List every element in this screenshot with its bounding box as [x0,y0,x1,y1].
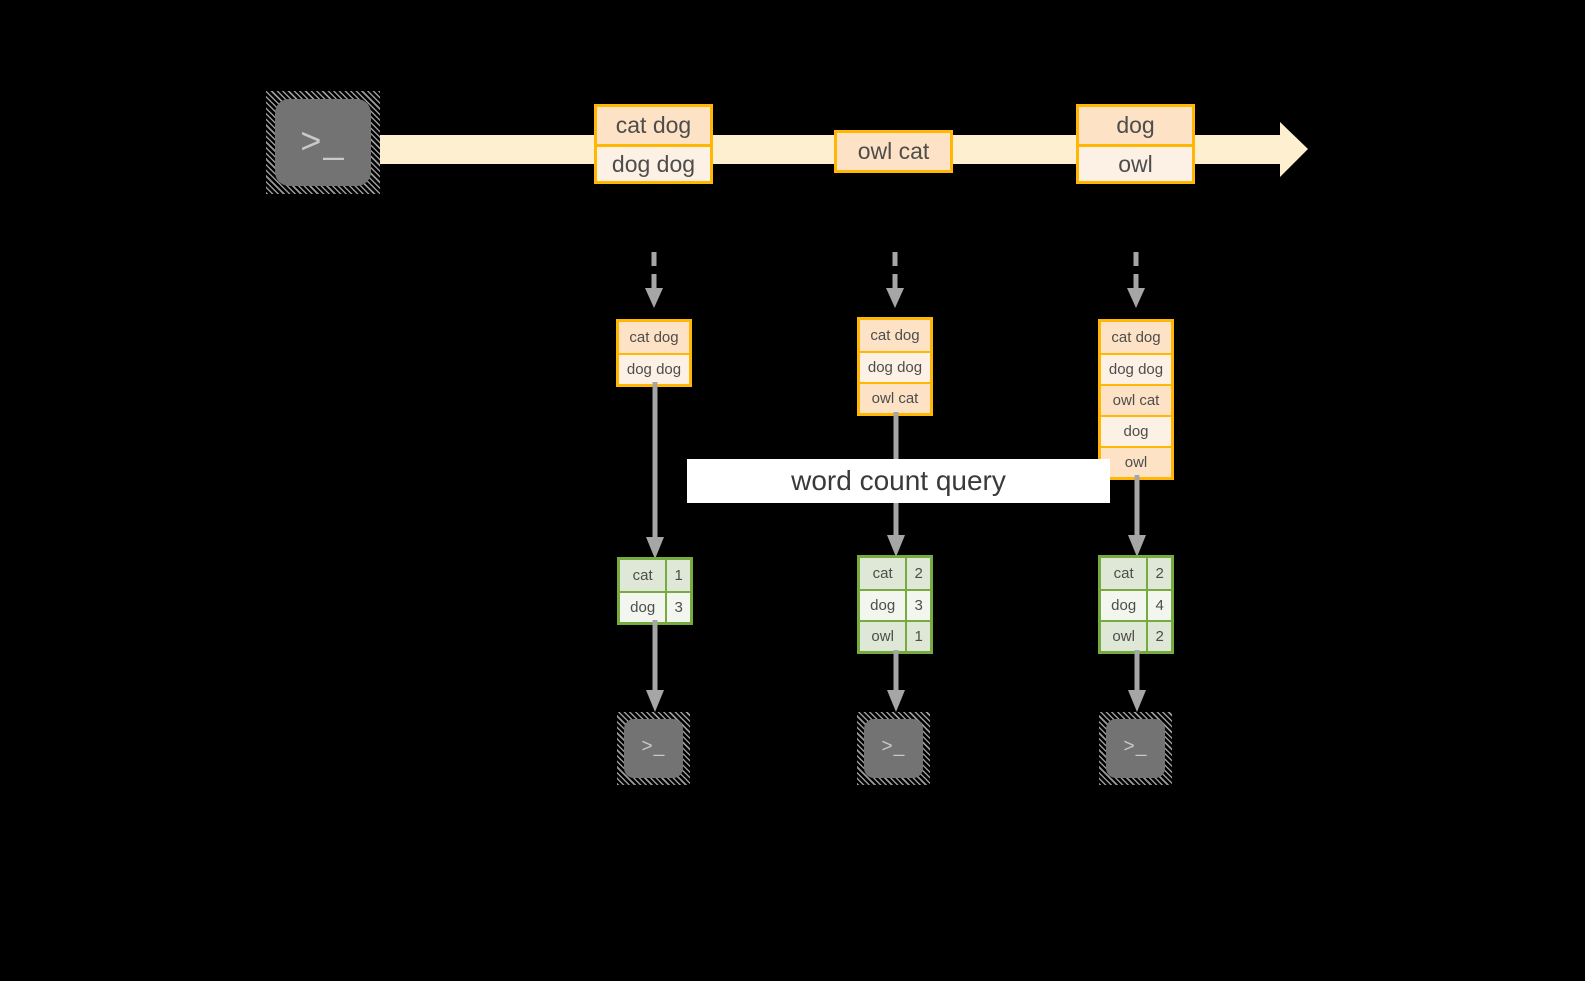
result-word-cell: dog [1101,591,1147,620]
result-count-cell: 1 [665,560,690,591]
feed-arrow-1-icon [643,252,665,312]
input-table-row: owl cat [860,382,930,413]
stream-event-2: owl cat [834,130,953,173]
stream-event-1: cat dog dog dog [594,104,713,184]
query-arrow-1-icon [644,382,666,562]
input-table-row: cat dog [1101,322,1171,353]
input-table-row: cat dog [860,320,930,351]
result-count-cell: 2 [905,558,930,589]
sink-terminal-2-icon: >_ [857,712,930,785]
result-table-row: owl 2 [1101,620,1171,651]
stream-event-3: dog owl [1076,104,1195,184]
query-label: word count query [687,459,1110,503]
result-word-cell: cat [1101,558,1147,589]
stream-event-row: owl [1079,144,1192,181]
input-table-row: cat dog [619,322,689,353]
source-terminal-icon: >_ [266,91,380,194]
terminal-face [864,719,923,778]
terminal-face [275,99,371,186]
result-table-3: cat 2 dog 4 owl 2 [1098,555,1174,654]
result-table-1: cat 1 dog 3 [617,557,693,625]
result-table-row: dog 4 [1101,589,1171,620]
result-word-cell: cat [860,558,906,589]
result-table-row: dog 3 [860,589,930,620]
terminal-prompt-glyph: >_ [1123,736,1148,757]
input-table-row: dog dog [860,351,930,382]
result-word-cell: dog [860,591,906,620]
result-table-row: owl 1 [860,620,930,651]
input-table-1: cat dog dog dog [616,319,692,387]
sink-terminal-3-icon: >_ [1099,712,1172,785]
stream-event-row: dog [1079,107,1192,144]
terminal-prompt-glyph: >_ [300,119,346,161]
result-table-row: cat 2 [860,558,930,589]
result-table-row: cat 1 [620,560,690,591]
input-table-row: dog dog [1101,353,1171,384]
result-word-cell: owl [860,622,906,651]
stream-event-row: cat dog [597,107,710,144]
result-count-cell: 2 [1146,558,1171,589]
input-table-2: cat dog dog dog owl cat [857,317,933,416]
stream-arrowhead-icon [1249,122,1308,177]
terminal-face [624,719,683,778]
input-table-row: owl cat [1101,384,1171,415]
query-arrow-3-icon [1126,475,1148,560]
feed-arrow-3-icon [1125,252,1147,312]
terminal-prompt-glyph: >_ [641,736,666,757]
result-table-2: cat 2 dog 3 owl 1 [857,555,933,654]
result-count-cell: 2 [1146,622,1171,651]
result-count-cell: 4 [1146,591,1171,620]
result-table-row: cat 2 [1101,558,1171,589]
stream-event-row: dog dog [597,144,710,181]
sink-arrow-1-icon [644,620,666,715]
input-table-row: dog [1101,415,1171,446]
terminal-face [1106,719,1165,778]
sink-arrow-2-icon [885,650,907,715]
feed-arrow-2-icon [884,252,906,312]
result-count-cell: 1 [905,622,930,651]
result-table-row: dog 3 [620,591,690,622]
sink-arrow-3-icon [1126,650,1148,715]
result-word-cell: dog [620,593,666,622]
result-word-cell: cat [620,560,666,591]
input-table-3: cat dog dog dog owl cat dog owl [1098,319,1174,480]
input-table-row: dog dog [619,353,689,384]
input-table-row: owl [1101,446,1171,477]
result-word-cell: owl [1101,622,1147,651]
terminal-prompt-glyph: >_ [881,736,906,757]
result-count-cell: 3 [665,593,690,622]
result-count-cell: 3 [905,591,930,620]
sink-terminal-1-icon: >_ [617,712,690,785]
stream-event-row: owl cat [837,133,950,170]
